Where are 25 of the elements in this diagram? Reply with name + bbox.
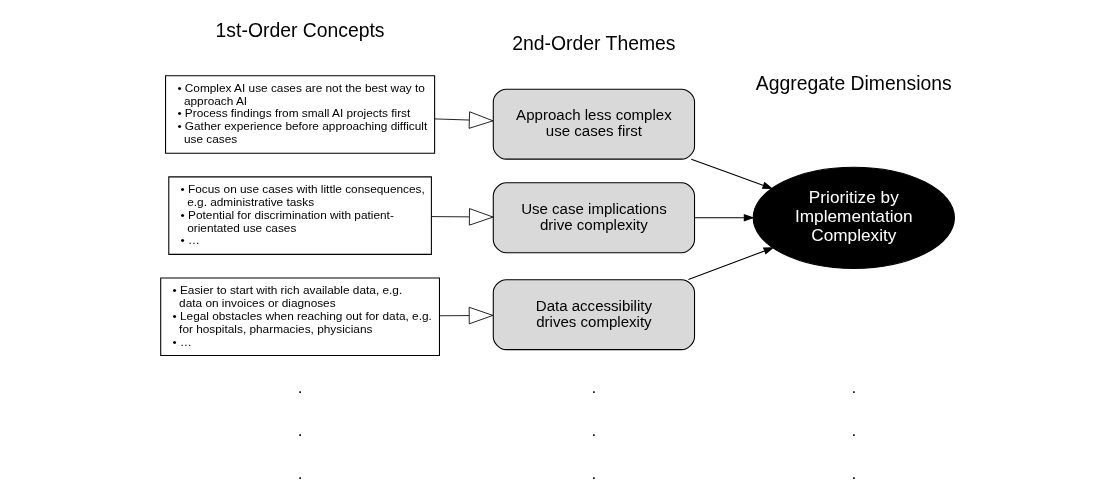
label: . (850, 462, 856, 483)
node-ellipse: Prioritize by Implementation Complexity (752, 166, 955, 269)
label: . (850, 419, 856, 440)
arrow (430, 207, 493, 226)
node-box: Data accessibility drives complexity (492, 278, 695, 350)
label: . (297, 419, 302, 440)
node-box: Use case implications drive complexity (492, 181, 695, 253)
arrow (687, 246, 774, 280)
label: . (297, 462, 302, 483)
arrow (690, 158, 773, 189)
label: . (591, 419, 596, 440)
label: Aggregate Dimensions (755, 71, 952, 94)
node-box: • Easier to start with rich available data, e.g. data on invoices or diagnoses • Legal obstacles when reaching out for data, e.g. for hospitals, pharmacies, physicians • … (159, 277, 440, 356)
arrow (433, 110, 493, 129)
arrow (438, 306, 493, 324)
label: . (297, 376, 302, 397)
label: . (850, 376, 856, 397)
node-box: Approach less complex use cases first (492, 88, 695, 160)
label: 1st-Order Concepts (215, 18, 385, 41)
label: 2nd-Order Themes (511, 31, 675, 54)
node-box: • Complex AI use cases are not the best way to approach AI • Process findings from small AI projects first • Gather experience before approaching difficult use cases (164, 74, 435, 154)
arrow (693, 213, 755, 222)
node-box: • Focus on use cases with little consequences, e.g. administrative tasks • Potential for discrimination with patient-orientated use cases • … (167, 175, 432, 255)
label: . (591, 462, 596, 483)
label: . (591, 376, 596, 397)
